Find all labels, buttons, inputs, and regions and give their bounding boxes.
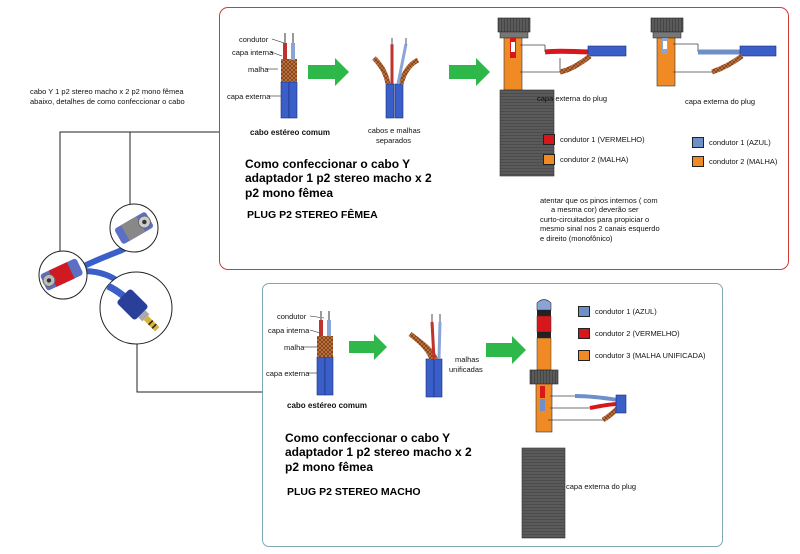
swatch-orange	[543, 154, 555, 165]
male-legend-2: condutor 2 (VERMELHO)	[595, 329, 680, 338]
male-title-line-2: adaptador 1 p2 stereo macho x 2	[285, 445, 472, 460]
male-caption-unified-1: malhas	[455, 355, 480, 364]
female-note-2: a mesma cor) deverão ser	[551, 205, 639, 215]
male-title-line-1: Como confeccionar o cabo Y	[285, 431, 451, 445]
female-plug-2	[650, 17, 777, 87]
female-legend-p2-1: condutor 1 (AZUL)	[709, 138, 771, 147]
female-note: atentar que os pinos internos ( com a me…	[540, 196, 690, 243]
female-title-line-1: Como confeccionar o cabo Y	[245, 157, 411, 171]
arrow-1-female	[308, 58, 349, 86]
male-legend-1: condutor 1 (AZUL)	[595, 307, 657, 316]
male-label-condutor: condutor	[277, 312, 307, 321]
female-label-malha: malha	[248, 65, 269, 74]
female-note-5: e direito (monofônico)	[540, 233, 613, 243]
swatch-blue	[692, 137, 704, 148]
female-caption-separated-2: separados	[376, 136, 412, 145]
male-label-capa-interna: capa interna	[268, 326, 310, 335]
female-label-capa-interna: capa interna	[232, 48, 274, 57]
female-plug1-outer-label: capa externa do plug	[537, 94, 608, 103]
female-legend-p2-2: condutor 2 (MALHA)	[709, 157, 778, 166]
female-note-1: atentar que os pinos internos ( com	[540, 196, 658, 205]
female-label-condutor: condutor	[239, 35, 269, 44]
male-swatch-orange	[578, 350, 590, 361]
female-caption-separated-1: cabos e malhas	[368, 126, 421, 135]
intro-line-2: abaixo, detalhes de como confeccionar o …	[30, 97, 185, 106]
male-legend-3: condutor 3 (MALHA UNIFICADA)	[595, 351, 706, 360]
female-note-3: curto-circuitados para propiciar o	[540, 214, 650, 224]
female-plug-1	[497, 17, 627, 177]
female-plug2-outer-label: capa externa do plug	[685, 97, 756, 106]
male-caption-unified-2: unificadas	[449, 365, 483, 374]
male-plug-outer-label: capa externa do plug	[566, 482, 637, 491]
y-cable-illustration	[38, 203, 173, 345]
female-label-capa-externa: capa externa	[227, 92, 271, 101]
female-cable-stage-1	[267, 33, 298, 119]
male-label-capa-externa: capa externa	[266, 369, 310, 378]
swatch-red	[543, 134, 555, 145]
male-plug-frame	[262, 283, 723, 547]
female-note-4: mesmo sinal nos 2 canais esquerdo	[540, 224, 660, 234]
male-plug	[521, 299, 627, 539]
male-label-malha: malha	[284, 343, 305, 352]
male-cable-stage-2	[408, 314, 443, 398]
female-plug-title: PLUG P2 STEREO FÊMEA	[247, 209, 378, 221]
female-title-line-2: adaptador 1 p2 stereo macho x 2	[245, 171, 432, 186]
male-plug-title: PLUG P2 STEREO MACHO	[287, 486, 421, 498]
male-caption-cable: cabo estéreo comum	[287, 401, 368, 410]
female-caption-cable: cabo estéreo comum	[250, 128, 331, 137]
intro-line-1: cabo Y 1 p2 stereo macho x 2 p2 mono fêm…	[30, 87, 184, 96]
arrow-2-male	[486, 336, 526, 364]
male-title-line-3: p2 mono fêmea	[285, 459, 374, 474]
male-swatch-blue	[578, 306, 590, 317]
female-legend-p1-2: condutor 2 (MALHA)	[560, 155, 629, 164]
arrow-2-female	[449, 58, 490, 86]
connector-lines	[59, 131, 262, 393]
female-cable-stage-2	[372, 38, 420, 119]
swatch-orange-2	[692, 156, 704, 167]
female-title-line-3: p2 mono fêmea	[245, 185, 334, 200]
female-plug-frame	[219, 7, 789, 270]
male-cable-stage-1	[304, 311, 334, 396]
arrow-1-male	[349, 334, 387, 360]
male-swatch-red	[578, 328, 590, 339]
female-legend-p1-1: condutor 1 (VERMELHO)	[560, 135, 645, 144]
